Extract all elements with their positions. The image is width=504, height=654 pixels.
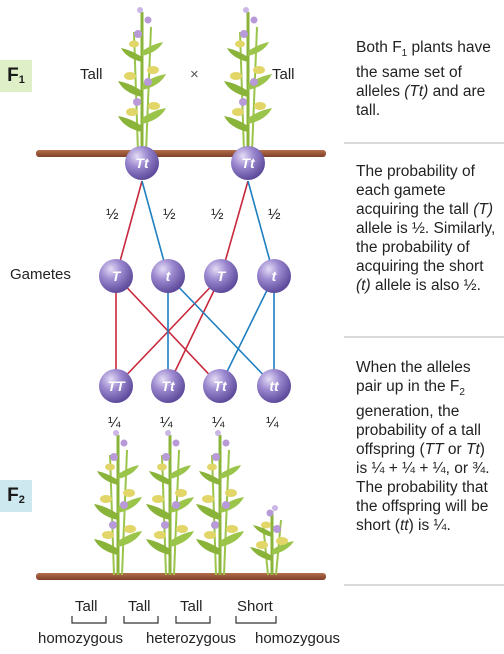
cross-symbol: × [190,66,199,83]
svg-text:T: T [112,268,122,284]
svg-text:Tt: Tt [161,378,176,394]
gamete-sphere-2: t [151,259,185,293]
parent-sphere-2: Tt [231,146,265,180]
f2-note-p5: ) is ¼. [408,517,451,535]
f1-badge-letter: F [7,65,19,86]
f2-note-p1: When the alleles pair up in the F [356,359,471,395]
svg-text:tt: tt [269,378,280,394]
f1-plant-left [116,5,168,154]
f2-note-p4: ) is ¼ + ¼ + ¼, or ¾. The probability th… [356,441,490,535]
offspring-sphere-4: tt [257,369,291,403]
line-g3-Tt [167,275,222,387]
phenotype-label-4: Short [237,598,273,615]
line-g2-tt [167,275,275,387]
f2-note-box: When the alleles pair up in the F2 gener… [344,350,504,586]
f2-badge-sub: 2 [18,494,25,506]
gamete-note-p1: The probability of each gamete acquiring… [356,163,475,218]
zygosity-label-1: homozygous [38,630,124,647]
gamete-prob-3: ½ [211,206,224,223]
offspring-sphere-1: TT [99,369,133,403]
zygosity-label-3: homozygous [255,630,341,647]
f2-note-p3: or [443,441,466,459]
gametes-label: Gametes [10,266,71,283]
gamete-note-box: The probability of each gamete acquiring… [344,154,504,338]
gamete-note-tall-allele: (T) [473,201,493,218]
f2-plant-short [248,503,296,577]
zygosity-label-2: heterozygous [146,630,237,647]
f1-badge-sub: 1 [18,74,25,86]
f1-note-p3: and are tall. [356,83,486,120]
svg-text:TT: TT [107,378,126,394]
f2-note-tt3: tt [399,517,409,535]
f1-note-p1: Both F [356,39,402,56]
gamete-sphere-4: t [257,259,291,293]
phenotype-label-1: Tall [75,598,98,615]
f2-note-p2: generation, the probability of a tall of… [356,403,481,459]
gamete-note-short-allele: (t) [356,277,371,294]
gamete-sphere-1: T [99,259,133,293]
svg-text:Tt: Tt [135,155,150,171]
offspring-prob-4: ¼ [266,414,279,431]
offspring-sphere-2: Tt [151,369,185,403]
gamete-prob-2: ½ [163,206,176,223]
f2-badge-letter: F [7,485,19,506]
f1-plant-right [222,5,274,154]
parent-sphere-1: Tt [125,146,159,180]
offspring-sphere-3: Tt [203,369,237,403]
f1-note-p2: plants have the same set of alleles [356,39,491,101]
f2-plant-tt-heterozygous-1 [144,428,196,577]
svg-text:Tt: Tt [241,155,256,171]
f2-plant-tt-heterozygous-2 [194,428,246,577]
f1-left-tall-label: Tall [80,66,103,83]
f2-note-sub: 2 [459,387,465,399]
offspring-prob-1: ¼ [108,414,121,431]
gamete-sphere-3: T [204,259,238,293]
line-g4-Tt [219,275,275,387]
svg-text:Tt: Tt [213,378,228,394]
gamete-note-p3: allele is also ½. [370,277,481,294]
f2-plant-tt-homozygous [92,428,144,577]
svg-text:T: T [217,268,227,284]
gamete-note-p2: allele is ½. Similarly, the probability … [356,220,496,275]
f1-note-alleles: (Tt) [404,83,429,101]
phenotype-brackets [71,616,277,624]
f1-note-sub: 1 [401,48,408,60]
offspring-prob-2: ¼ [160,414,173,431]
gamete-prob-1: ½ [106,206,119,223]
svg-text:t: t [272,268,278,284]
svg-text:t: t [166,268,172,284]
offspring-prob-3: ¼ [212,414,225,431]
f2-ground [36,573,326,580]
f2-note-tt1: TT [424,441,444,459]
f1-note-box: Both F1 plants have the same set of alle… [344,30,504,144]
f1-right-tall-label: Tall [272,66,295,83]
phenotype-label-2: Tall [128,598,151,615]
f1-ground [36,150,326,157]
gamete-prob-4: ½ [268,206,281,223]
phenotype-label-3: Tall [180,598,203,615]
f2-note-tt2: Tt [465,441,480,459]
